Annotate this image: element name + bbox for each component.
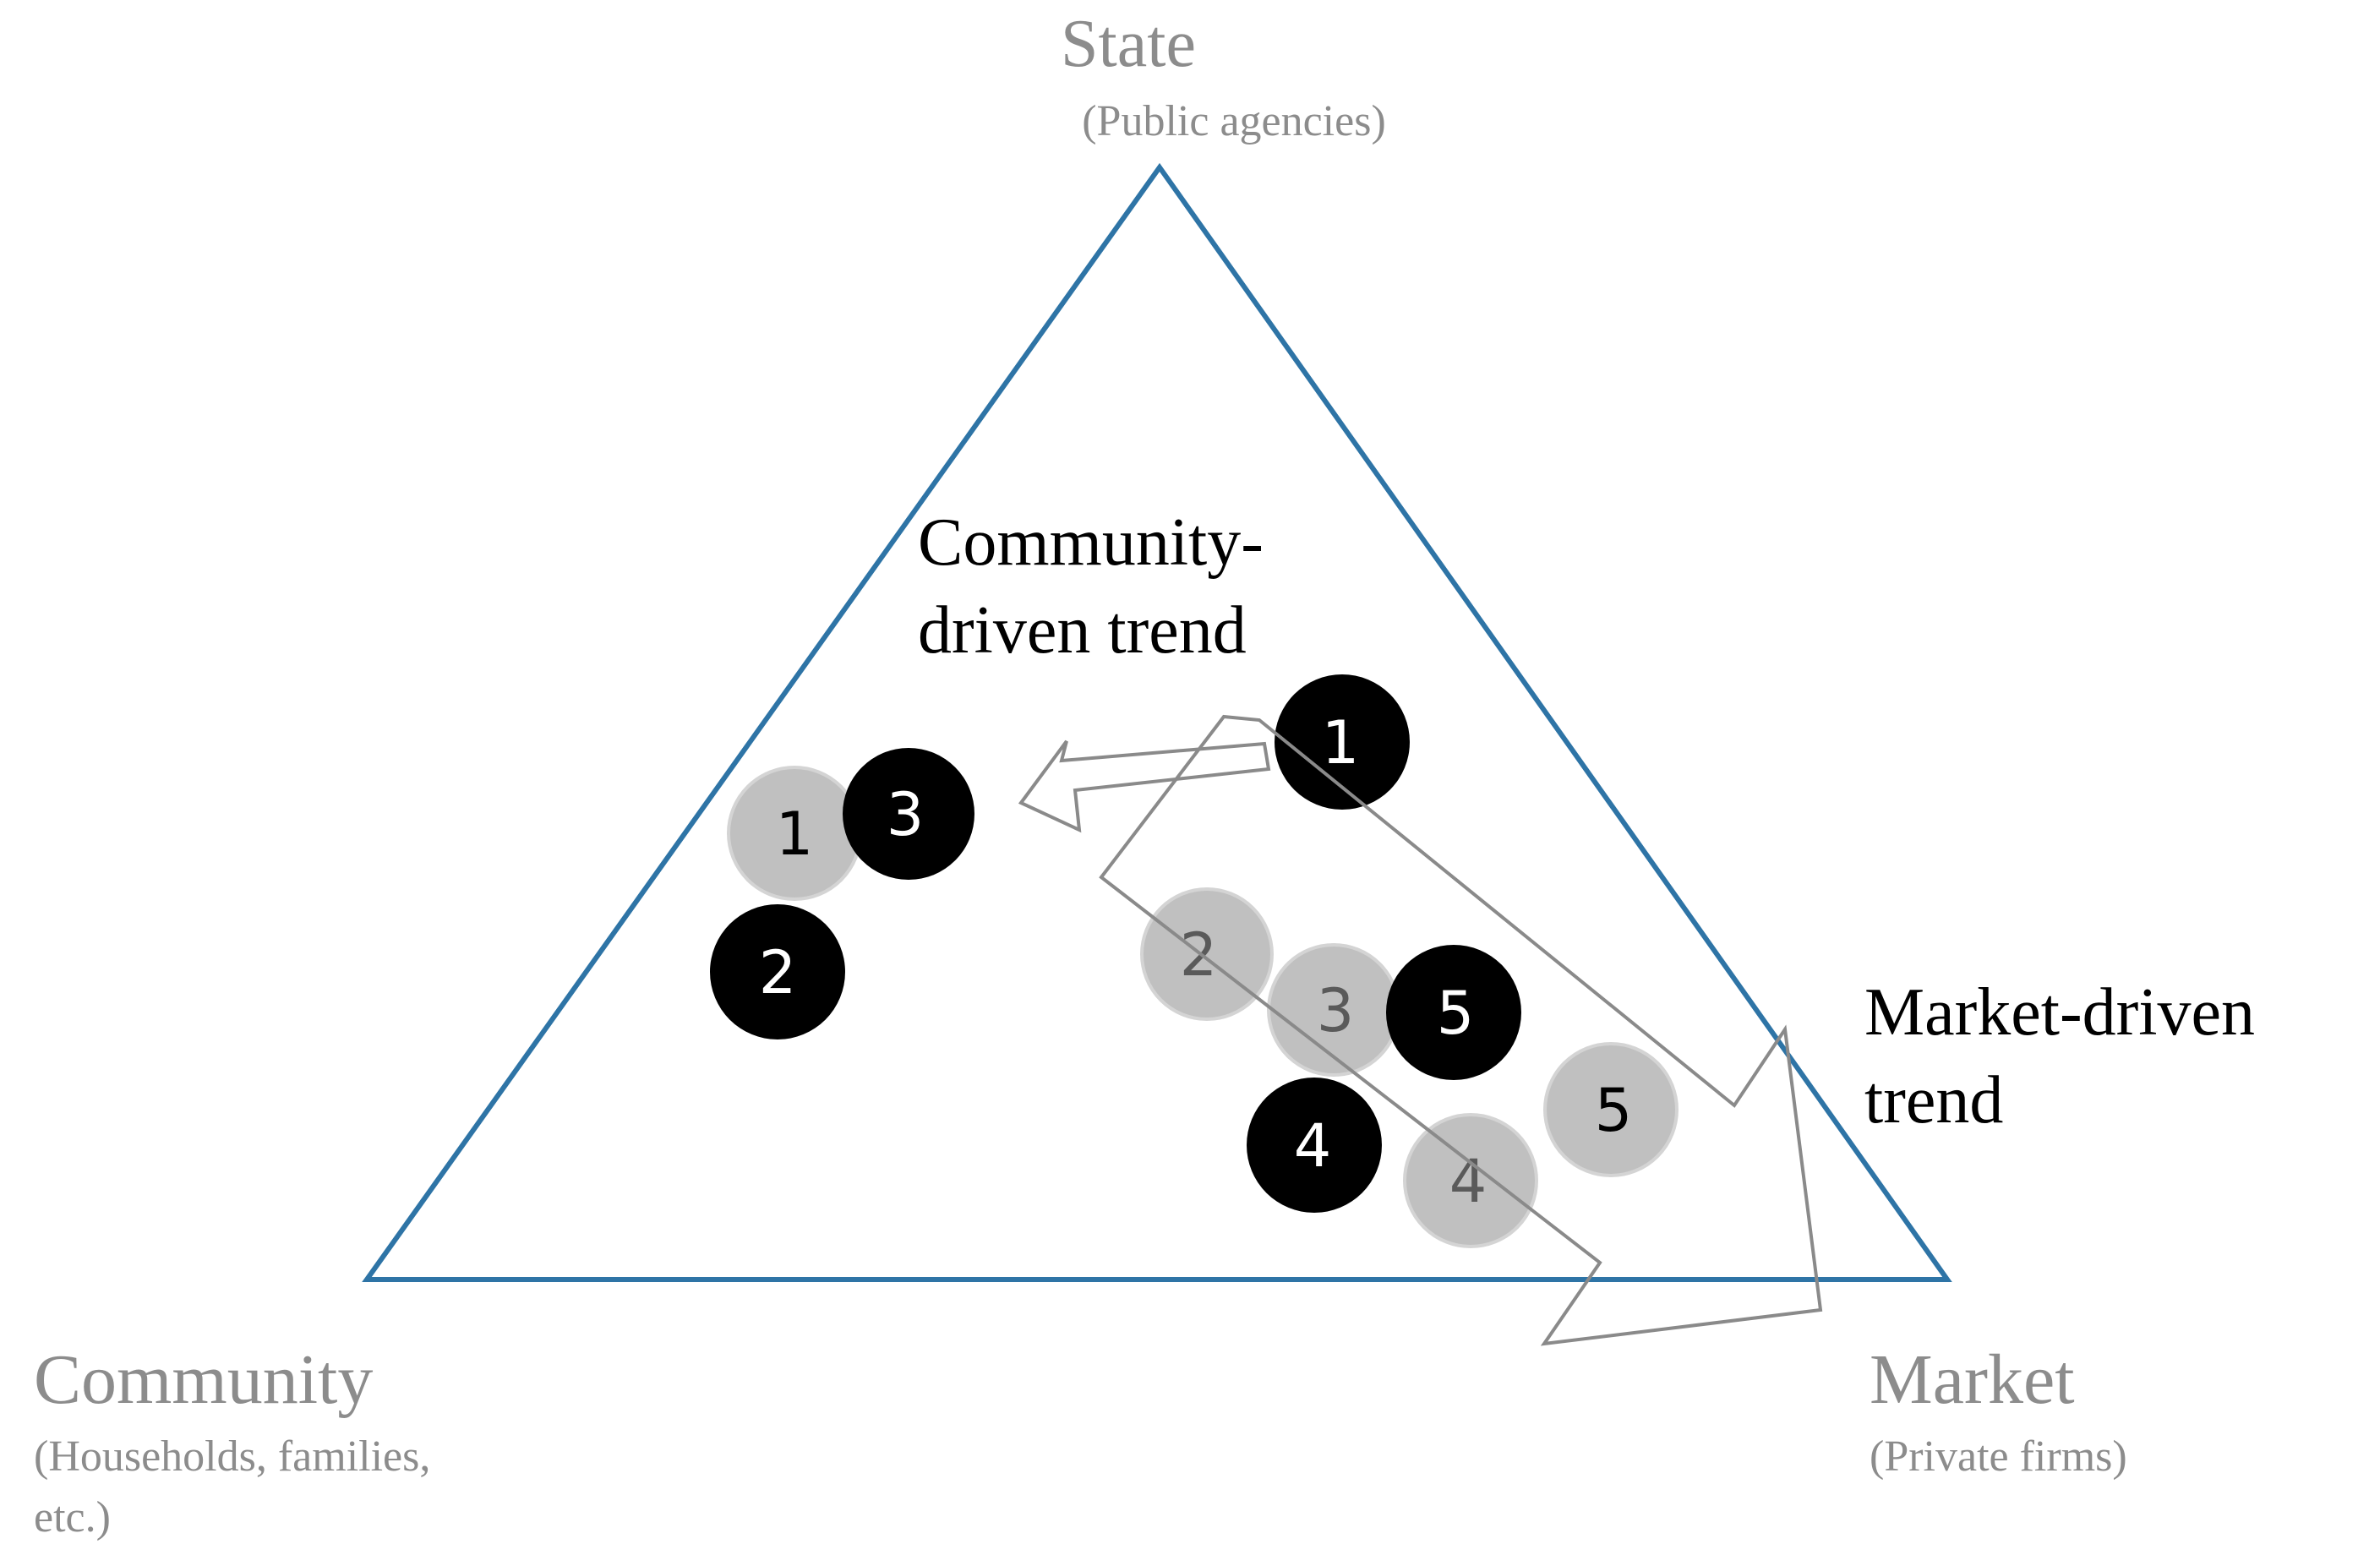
community-trend-label-line2: driven trend — [918, 593, 1247, 668]
community-trend-label-line1: Community- — [918, 505, 1264, 580]
black-circle-5: 5 — [1386, 945, 1521, 1080]
gray-circle-3-label: 3 — [1317, 976, 1355, 1045]
black-circle-4: 4 — [1247, 1078, 1382, 1213]
community-subtitle-line2: etc.) — [34, 1493, 111, 1541]
community-title: Community — [34, 1340, 373, 1419]
gray-circle-5-label: 5 — [1595, 1076, 1633, 1145]
black-circle-1-label: 1 — [1322, 708, 1360, 778]
gray-circle-2: 2 — [1140, 887, 1274, 1021]
market-subtitle: (Private firms) — [1870, 1432, 2127, 1481]
black-circle-4-label: 4 — [1294, 1111, 1332, 1181]
black-circle-2-label: 2 — [759, 938, 797, 1007]
state-title: State — [1061, 7, 1196, 81]
market-trend-label-line1: Market-driven — [1864, 975, 2255, 1050]
gray-circle-2-label: 2 — [1180, 920, 1218, 990]
triangle — [362, 162, 1952, 1282]
market-trend-arrow — [1099, 714, 1823, 1346]
community-subtitle-line1: (Households, families, — [34, 1432, 430, 1481]
black-circle-1: 1 — [1275, 674, 1410, 810]
market-trend-label-line2: trend — [1864, 1063, 2003, 1138]
gray-circle-1: 1 — [727, 766, 862, 901]
community-trend-arrow — [1018, 739, 1271, 833]
black-circle-3: 3 — [843, 748, 974, 880]
gray-circle-4: 4 — [1403, 1113, 1538, 1248]
gray-circle-5: 5 — [1543, 1042, 1679, 1177]
market-title: Market — [1870, 1340, 2075, 1419]
gray-circle-1-label: 1 — [776, 799, 814, 869]
black-circle-3-label: 3 — [887, 780, 925, 849]
black-circle-2: 2 — [710, 904, 845, 1039]
gray-circle-4-label: 4 — [1449, 1147, 1488, 1216]
state-subtitle: (Public agencies) — [1082, 97, 1386, 145]
black-circle-5-label: 5 — [1437, 979, 1475, 1048]
